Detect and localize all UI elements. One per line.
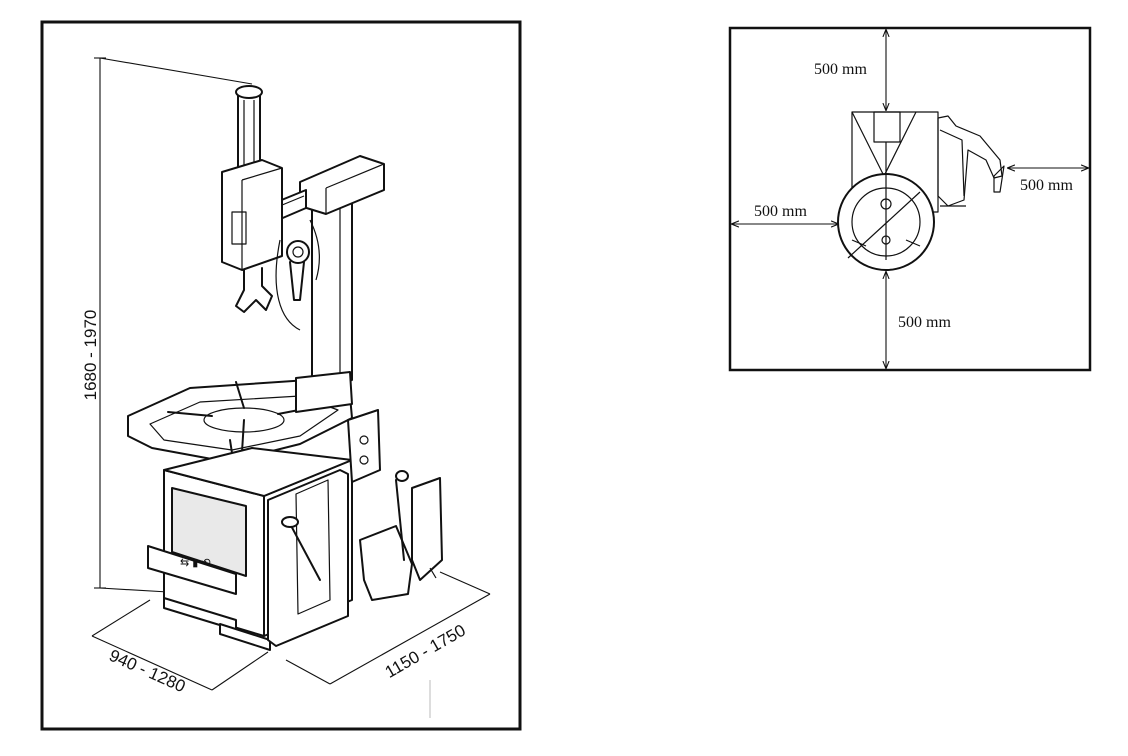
height-dimension — [94, 57, 253, 593]
tyre-changer-illustration: ⇆ ▮ ⟲ — [127, 85, 443, 651]
right-clearance-label: 500 mm — [1020, 177, 1073, 194]
machine-panel: 1680 - 1970 940 - 1280 1150 - 1750 — [40, 20, 522, 731]
left-clearance-label: 500 mm — [754, 203, 807, 220]
svg-text:⇆ ▮ ⟲: ⇆ ▮ ⟲ — [180, 557, 211, 569]
machine-top-view — [837, 111, 1005, 271]
top-clearance-label: 500 mm — [814, 61, 867, 78]
depth-dimension — [285, 571, 491, 685]
bottom-clearance-label: 500 mm — [898, 314, 951, 331]
width-dimension — [91, 599, 269, 691]
clearance-panel: 500 mm 500 mm 500 mm 500 mm — [728, 26, 1092, 372]
height-dimension-label: 1680 - 1970 — [81, 310, 100, 401]
